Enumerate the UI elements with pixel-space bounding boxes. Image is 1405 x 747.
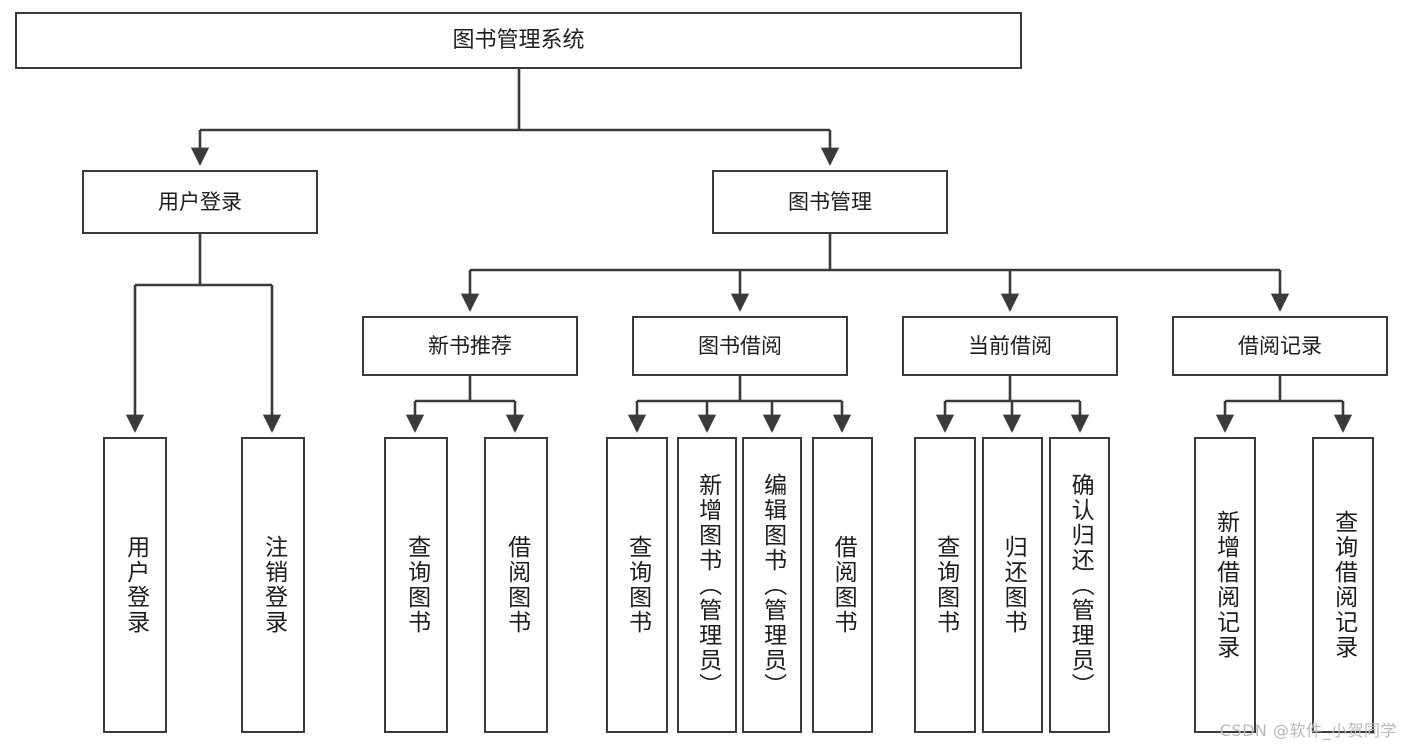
leaf-new-book-borrow[interactable]: 借阅图书	[484, 437, 548, 733]
leaf-user-login-logout[interactable]: 注销登录	[241, 437, 305, 733]
leaf-borrow-record-add[interactable]: 新增借阅记录	[1194, 437, 1256, 733]
leaf-borrow-record-query[interactable]: 查询借阅记录	[1312, 437, 1374, 733]
leaf-book-borrow-query[interactable]: 查询图书	[606, 437, 668, 733]
node-book-management[interactable]: 图书管理	[712, 170, 948, 234]
node-root-system[interactable]: 图书管理系统	[15, 12, 1022, 69]
leaf-book-borrow-add-admin[interactable]: 新增图书（管理员）	[677, 437, 737, 733]
node-user-login[interactable]: 用户登录	[82, 170, 318, 234]
node-borrow-record[interactable]: 借阅记录	[1172, 316, 1388, 376]
leaf-current-borrow-query[interactable]: 查询图书	[914, 437, 976, 733]
leaf-new-book-query[interactable]: 查询图书	[384, 437, 448, 733]
node-book-borrow[interactable]: 图书借阅	[632, 316, 848, 376]
leaf-current-borrow-confirm-admin[interactable]: 确认归还（管理员）	[1049, 437, 1110, 733]
leaf-current-borrow-return[interactable]: 归还图书	[982, 437, 1043, 733]
leaf-user-login-login[interactable]: 用户登录	[103, 437, 167, 733]
node-current-borrow[interactable]: 当前借阅	[902, 316, 1118, 376]
leaf-book-borrow-borrow[interactable]: 借阅图书	[812, 437, 873, 733]
csdn-watermark: CSDN @软件_小贺同学	[1219, 721, 1397, 740]
node-new-book-recommend[interactable]: 新书推荐	[362, 316, 578, 376]
leaf-book-borrow-edit-admin[interactable]: 编辑图书（管理员）	[742, 437, 802, 733]
